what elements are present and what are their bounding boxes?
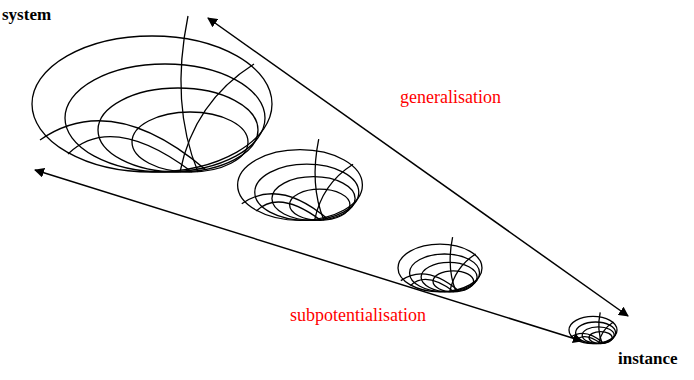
end-label: system xyxy=(2,6,51,23)
arrow-label: generalisation xyxy=(400,88,501,106)
end-label: instance xyxy=(618,350,678,367)
arrow-label: subpotentialisation xyxy=(290,306,426,324)
double-arrow xyxy=(208,18,628,316)
double-arrow xyxy=(35,170,582,341)
nested-ellipses xyxy=(398,237,482,292)
nested-ellipses xyxy=(32,16,272,172)
nested-ellipses xyxy=(238,139,363,220)
